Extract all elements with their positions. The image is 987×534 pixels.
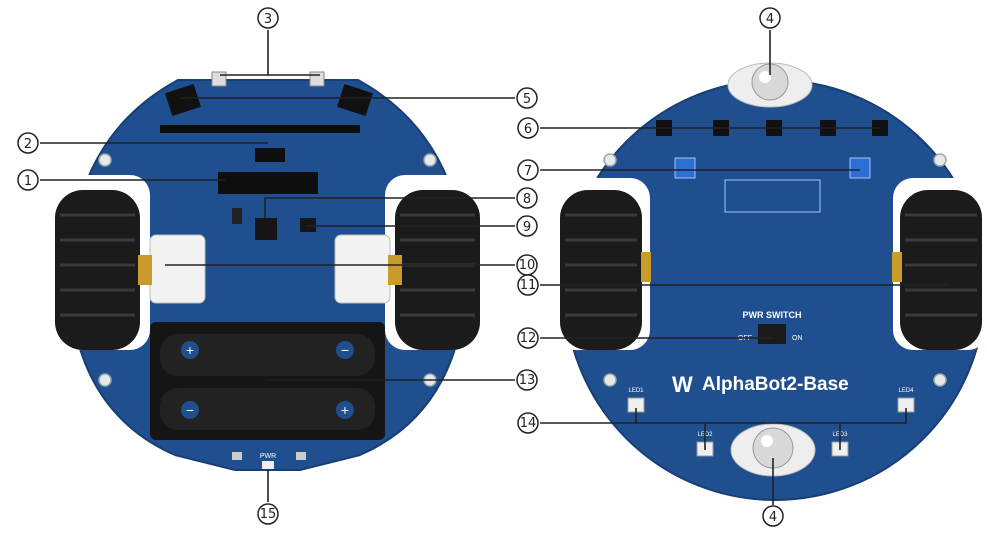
pwr-switch-on: ON <box>792 335 803 342</box>
svg-text:2: 2 <box>24 137 32 152</box>
battery-minus-bottom: − <box>186 402 194 418</box>
right-wheel <box>395 190 480 350</box>
pwr-switch-label: PWR SWITCH <box>743 310 802 320</box>
callout-6: 6 <box>517 117 539 139</box>
connector-2 <box>255 148 285 162</box>
small-smd-left <box>232 452 242 460</box>
svg-text:15: 15 <box>260 507 277 522</box>
potentiometer-left <box>674 157 696 179</box>
gear-left <box>138 255 152 285</box>
svg-text:13: 13 <box>519 373 536 388</box>
small-smd-right <box>296 452 306 460</box>
chip-8 <box>255 218 277 240</box>
chip-9 <box>300 218 316 232</box>
ir-sensor-right <box>337 83 373 117</box>
callout-15: 15 <box>257 503 279 525</box>
left-wheel-b <box>560 190 642 350</box>
svg-text:10: 10 <box>519 258 536 273</box>
svg-text:14: 14 <box>520 416 537 431</box>
callout-12: 12 <box>517 327 539 349</box>
svg-text:12: 12 <box>520 331 537 346</box>
right-wheel-b <box>900 190 982 350</box>
pwr-switch <box>758 324 786 344</box>
led-label-1: LED1 <box>628 388 644 394</box>
svg-text:7: 7 <box>524 164 532 179</box>
small-cap <box>232 208 242 224</box>
callout-4-top: 4 <box>759 7 781 29</box>
callout-1: 1 <box>17 169 39 191</box>
svg-text:11: 11 <box>520 278 537 293</box>
mounting-holes <box>98 153 437 387</box>
connector-1 <box>218 172 318 194</box>
callout-4-bottom: 4 <box>762 505 784 527</box>
svg-text:8: 8 <box>523 192 531 207</box>
callout-11: 11 <box>517 274 539 296</box>
brand-logo-icon: W <box>672 372 693 397</box>
svg-text:4: 4 <box>766 12 774 27</box>
callout-5: 5 <box>516 87 538 109</box>
mounting-holes-b <box>603 153 947 387</box>
pin-header-row <box>160 125 360 133</box>
svg-text:6: 6 <box>524 122 532 137</box>
callout-2: 2 <box>17 132 39 154</box>
gear-right <box>388 255 402 285</box>
leader-lines <box>40 30 948 505</box>
callout-8: 8 <box>516 187 538 209</box>
led-label-4: LED4 <box>898 388 914 394</box>
svg-text:9: 9 <box>523 220 531 235</box>
svg-text:5: 5 <box>523 92 531 107</box>
pwr-led <box>262 461 274 469</box>
battery-holder: + − − + <box>150 322 385 440</box>
motor-bracket-right <box>334 234 391 304</box>
trimmer-right <box>309 71 325 87</box>
left-board-top-view: + − − + PWR <box>55 71 480 471</box>
gear-right-b <box>892 252 902 282</box>
potentiometer-right <box>849 157 871 179</box>
brand-text: AlphaBot2-Base <box>702 374 849 395</box>
callout-10: 10 <box>516 254 538 276</box>
callouts: 3 5 2 1 8 9 10 13 <box>17 7 784 527</box>
gear-left-b <box>641 252 651 282</box>
svg-text:4: 4 <box>769 510 777 525</box>
silkscreen-table <box>724 179 821 213</box>
left-wheel <box>55 190 140 350</box>
battery-plus-top: + <box>186 342 194 358</box>
svg-text:1: 1 <box>24 174 32 189</box>
caster-ball-bottom <box>730 423 816 477</box>
callout-3: 3 <box>257 7 279 29</box>
callout-13: 13 <box>516 369 538 391</box>
callout-9: 9 <box>516 215 538 237</box>
motor-bracket-left <box>149 234 206 304</box>
pwr-label: PWR <box>260 453 276 460</box>
battery-minus-top: − <box>341 342 349 358</box>
trimmer-left <box>211 71 227 87</box>
callout-7: 7 <box>517 159 539 181</box>
callout-14: 14 <box>517 412 539 434</box>
svg-text:3: 3 <box>264 12 272 27</box>
ir-sensor-left <box>165 83 201 117</box>
battery-plus-bottom: + <box>341 402 349 418</box>
